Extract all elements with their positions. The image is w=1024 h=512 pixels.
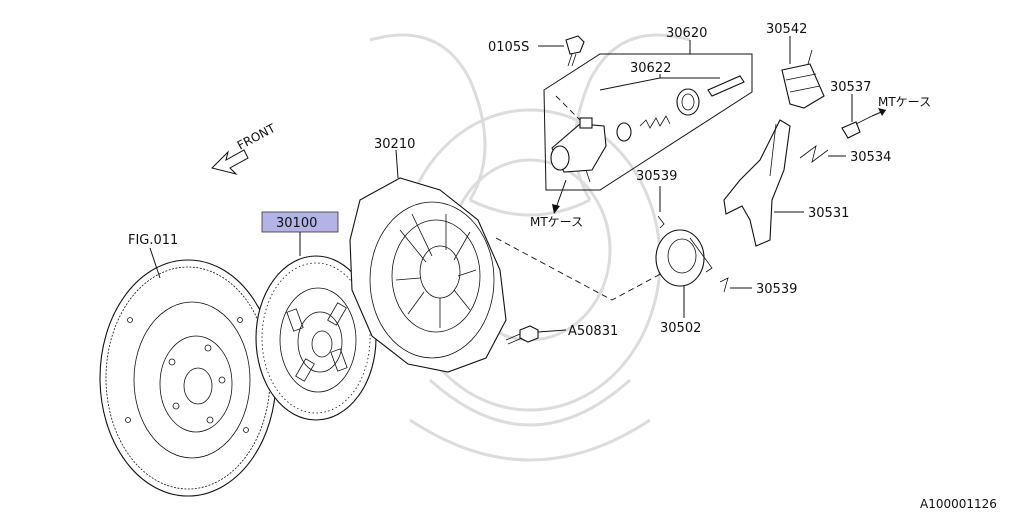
- release-bearing-part: [655, 229, 713, 287]
- clip-upper-label: 30539: [636, 169, 677, 184]
- repair-kit-parts: [616, 75, 745, 142]
- front-direction-arrow: FRONT: [211, 121, 278, 175]
- front-label: FRONT: [235, 121, 278, 153]
- flywheel-label: FIG.011: [128, 233, 178, 248]
- clip-lower-part: [719, 277, 729, 293]
- mt-case-left-label: MTケース: [530, 215, 583, 229]
- flywheel-leader: [149, 247, 161, 279]
- pivot-label: 30537: [830, 80, 871, 95]
- cover-bolt-label: A50831: [568, 324, 618, 339]
- repair-kit-label: 30622: [630, 61, 671, 76]
- mt-case-left-arrowhead: [552, 204, 560, 214]
- clip-lower-label: 30539: [756, 282, 797, 297]
- spring-label: 30534: [850, 150, 891, 165]
- release-fork-label: 30531: [808, 206, 849, 221]
- mt-case-right-label: MTケース: [878, 95, 931, 109]
- spring-part: [799, 145, 829, 163]
- clutch-disc-label: 30100: [276, 216, 317, 231]
- clutch-cover-leader: [395, 149, 399, 179]
- slave-cylinder-part: [550, 117, 607, 183]
- cover-bolt-part: [505, 325, 539, 345]
- clip-upper-part: [657, 215, 665, 229]
- repair-kit-bracket: [599, 74, 720, 91]
- mt-case-right-arrowhead: [878, 108, 886, 116]
- cover-bolt-leader: [537, 329, 567, 333]
- fork-boot-label: 30542: [766, 22, 807, 37]
- slave-cylinder-label: 30620: [666, 26, 707, 41]
- clutch-disc-part: [255, 255, 377, 421]
- diagram-id: A100001126: [920, 497, 997, 511]
- release-bearing-label: 30502: [660, 321, 701, 336]
- flywheel-part: [99, 259, 277, 497]
- release-fork-part: [723, 119, 791, 247]
- slave-cylinder-bracket: [543, 53, 753, 191]
- bleeder-bolt-part: [565, 35, 585, 67]
- clutch-cover-label: 30210: [374, 137, 415, 152]
- fork-boot-part: [781, 49, 825, 109]
- assembly-dashed-line: [495, 237, 669, 301]
- clutch-cover-part: [349, 177, 507, 373]
- pivot-part: [841, 115, 873, 139]
- mt-case-left-arrow: [555, 179, 567, 209]
- bleeder-bolt-label: 0105S: [488, 40, 529, 55]
